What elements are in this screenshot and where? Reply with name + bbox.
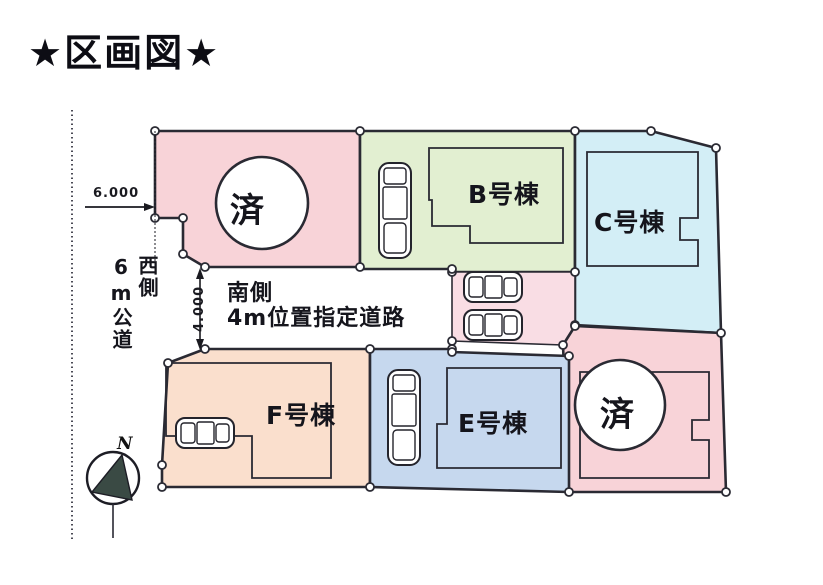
- dimension-west-road: 6.000: [93, 186, 140, 201]
- building-c: [586, 151, 699, 267]
- compass-north-label: N: [117, 434, 133, 454]
- boundary-corner-node: [447, 336, 457, 346]
- plot-c-label: C号棟: [594, 208, 666, 237]
- boundary-corner-node: [646, 126, 656, 136]
- sold-circle-group: [214, 155, 667, 452]
- boundary-corner-node: [157, 460, 167, 470]
- south-road-label-line1: 南側: [227, 281, 274, 306]
- car-b-plot-icon: [378, 162, 412, 259]
- west-road-label-line1: 西側: [135, 255, 159, 299]
- boundary-corner-node: [447, 347, 457, 357]
- boundary-corner-node: [355, 262, 365, 272]
- boundary-corner-nodes: [150, 126, 731, 497]
- boundary-corner-node: [711, 143, 721, 153]
- west-road-label-line2: 6m公道: [109, 255, 133, 351]
- boundary-corner-node: [178, 249, 188, 259]
- plot-f-label: F号棟: [266, 401, 337, 430]
- plot-sold-bottom-right-label: 済: [600, 395, 634, 435]
- car-e-plot-icon: [387, 369, 421, 466]
- page-title: ★区画図★: [28, 31, 221, 75]
- plot-sold-top-left-circle: [214, 155, 310, 251]
- compass-rose: [85, 450, 141, 538]
- dim-arrow-west: [85, 131, 156, 268]
- south-road-label-line2: 4m位置指定道路: [227, 306, 406, 331]
- boundary-corner-node: [163, 358, 173, 368]
- boundary-corner-node: [570, 321, 580, 331]
- boundary-corner-node: [570, 267, 580, 277]
- car-f-plot-icon: [175, 417, 235, 449]
- boundary-corner-node: [157, 482, 167, 492]
- boundary-corner-node: [178, 213, 188, 223]
- plot-sold-top-left-label: 済: [230, 191, 264, 231]
- boundary-corner-node: [558, 340, 568, 350]
- boundary-corner-node: [564, 487, 574, 497]
- boundary-corner-node: [447, 264, 457, 274]
- dimension-south-road: 4.000: [192, 285, 207, 332]
- building-e: [436, 367, 562, 469]
- boundary-corner-node: [365, 344, 375, 354]
- building-sold-br: [579, 371, 710, 479]
- boundary-corner-node: [150, 213, 160, 223]
- plot-sold-bottom-right-circle: [573, 358, 667, 452]
- boundary-corner-node: [200, 344, 210, 354]
- boundary-corner-node: [200, 262, 210, 272]
- boundary-corner-node: [365, 482, 375, 492]
- plot-b-label: B号棟: [468, 180, 541, 209]
- building-footprints-group: [165, 147, 710, 479]
- boundary-corner-node: [721, 487, 731, 497]
- boundary-corner-node: [564, 351, 574, 361]
- boundary-corner-node: [355, 126, 365, 136]
- building-b: [428, 147, 564, 244]
- car-road-lower-icon: [463, 309, 523, 341]
- boundary-corner-node: [716, 328, 726, 338]
- building-f: [165, 362, 332, 479]
- dim-arrow-south: [196, 268, 204, 350]
- car-road-upper-icon: [463, 271, 523, 303]
- plot-e-label: E号棟: [458, 409, 529, 438]
- boundary-corner-node: [570, 126, 580, 136]
